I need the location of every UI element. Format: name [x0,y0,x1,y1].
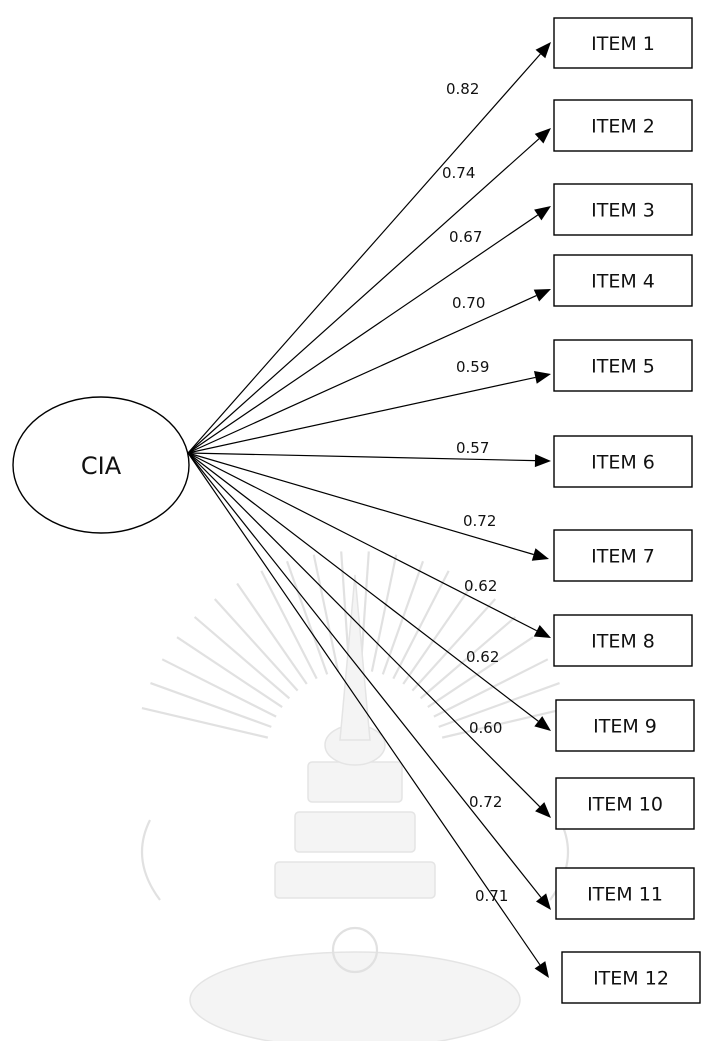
watermark-ray [150,682,272,728]
item-label: ITEM 11 [587,884,663,906]
item-label: ITEM 1 [591,33,655,55]
loading-label-item-4: 0.70 [452,294,485,312]
watermark-ray [285,560,329,675]
item-label: ITEM 4 [591,271,655,293]
item-label: ITEM 6 [591,452,655,474]
loading-label-item-6: 0.57 [456,439,489,457]
arrowhead-item-8 [533,624,551,638]
item-box [553,183,693,236]
watermark-ray [433,658,549,718]
university-emblem-watermark [140,551,570,1041]
item-box [553,254,693,307]
item-node-3: ITEM 3 [553,183,693,236]
item-node-6: ITEM 6 [553,435,693,488]
item-label: ITEM 8 [591,631,655,653]
item-box [555,777,695,830]
item-node-5: ITEM 5 [553,339,693,392]
item-label: ITEM 5 [591,356,655,378]
loading-label-item-1: 0.82 [446,80,479,98]
watermark-ray [427,636,534,709]
arrowhead-item-5 [533,371,551,384]
loading-label-item-3: 0.67 [449,228,482,246]
path-arrow-item-2 [187,138,540,454]
path-arrow-item-5 [187,376,536,454]
item-box [553,17,693,69]
item-label: ITEM 7 [591,546,655,568]
loading-label-item-10: 0.60 [469,719,502,737]
watermark-ray [213,598,299,692]
arrowhead-item-7 [531,548,549,561]
arrowhead-item-2 [534,128,551,144]
arrowhead-item-4 [533,289,551,302]
watermark-ray [392,570,450,680]
arrowhead-item-11 [535,893,551,910]
path-arrow-item-6 [187,452,536,462]
item-node-1: ITEM 1 [553,17,693,69]
arrowhead-item-12 [534,961,549,978]
loading-label-item-5: 0.59 [456,358,489,376]
path-arrow-item-10 [187,452,541,808]
item-label: ITEM 2 [591,116,655,138]
loading-label-item-11: 0.72 [469,793,502,811]
path-arrow-item-1 [187,53,541,454]
watermark-ray [411,598,497,692]
watermark-ray [402,582,474,685]
watermark-ray [176,636,283,709]
watermark-ray [438,682,560,728]
item-box [553,614,693,667]
item-box [553,339,693,392]
path-arrow-item-9 [187,452,539,722]
arrowhead-item-6 [534,454,551,468]
item-box [553,529,693,582]
path-arrow-item-12 [187,452,541,966]
loading-label-item-9: 0.62 [466,648,499,666]
arrowhead-item-9 [534,716,551,731]
loading-label-item-2: 0.74 [442,164,475,182]
watermark-ray [141,706,269,739]
item-node-11: ITEM 11 [555,867,695,920]
watermark-ray [441,706,569,739]
watermark-ray [370,554,398,672]
loading-label-item-8: 0.62 [464,577,497,595]
item-label: ITEM 3 [591,200,655,222]
item-node-4: ITEM 4 [553,254,693,307]
watermark-ray [236,582,308,685]
arrowhead-item-3 [534,206,551,221]
item-box [555,867,695,920]
item-box [553,435,693,488]
loading-label-item-12: 0.71 [475,887,508,905]
item-node-7: ITEM 7 [553,529,693,582]
loading-label-item-7: 0.72 [463,512,496,530]
watermark-ray [260,570,318,680]
item-node-9: ITEM 9 [555,699,695,752]
latent-label: CIA [81,452,122,480]
item-node-8: ITEM 8 [553,614,693,667]
path-arrow-item-11 [187,452,542,898]
arrowhead-item-1 [535,42,551,59]
item-node-12: ITEM 12 [561,951,701,1004]
arrowhead-item-10 [535,802,551,818]
item-label: ITEM 9 [593,716,657,738]
item-label: ITEM 10 [587,794,663,816]
item-box [553,99,693,152]
item-label: ITEM 12 [593,968,669,990]
watermark-ray [419,616,517,700]
watermark-ray [161,658,277,718]
item-node-2: ITEM 2 [553,99,693,152]
latent-node-cia: CIA [12,396,190,534]
item-box [561,951,701,1004]
path-arrow-item-7 [187,452,534,556]
watermark-ray [193,616,291,700]
path-arrow-item-4 [187,295,537,454]
watermark-ray [312,554,340,672]
item-box [555,699,695,752]
path-arrow-item-3 [187,214,539,454]
item-node-10: ITEM 10 [555,777,695,830]
path-arrow-item-8 [187,452,538,632]
